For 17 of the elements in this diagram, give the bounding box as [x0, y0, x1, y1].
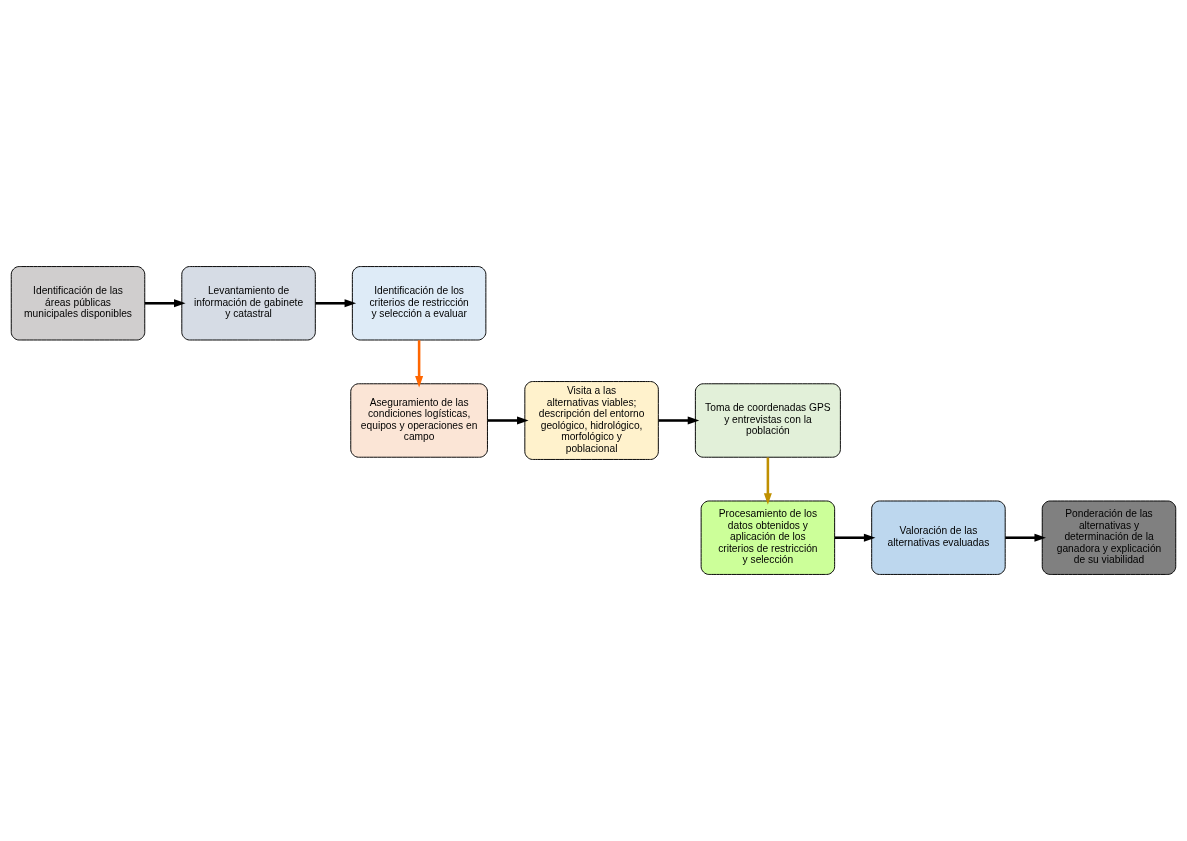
- arrow: [763, 457, 772, 505]
- node-box: Valoración de las alternativas evaluadas: [871, 500, 1006, 575]
- node-box: Levantamiento de información de gabinete y catastral: [181, 266, 316, 341]
- arrow: [144, 299, 186, 308]
- arrow: [315, 299, 357, 308]
- arrow: [415, 340, 424, 388]
- node-box: Aseguramiento de las condiciones logísticas, equipos y operaciones en campo: [350, 383, 488, 458]
- arrow: [658, 416, 700, 425]
- arrow: [487, 416, 529, 425]
- arrow: [834, 533, 876, 542]
- node-box: Identificación de los criterios de restricción y selección a evaluar: [351, 266, 487, 341]
- node-box: Visita a las alternativas viables; descripción del entorno geológico, hidrológico, morfológico y poblacional: [524, 381, 659, 460]
- node-box: Ponderación de las alternativas y determinación de la ganadora y explicación de su viabilidad: [1041, 500, 1177, 575]
- node-box: Procesamiento de los datos obtenidos y aplicación de los criterios de restricción y selección: [700, 500, 836, 575]
- arrow: [1005, 533, 1046, 542]
- node-box: Toma de coordenadas GPS y entrevistas con la población: [694, 383, 841, 458]
- node-box: Identificación de las áreas públicas municipales disponibles: [10, 266, 146, 341]
